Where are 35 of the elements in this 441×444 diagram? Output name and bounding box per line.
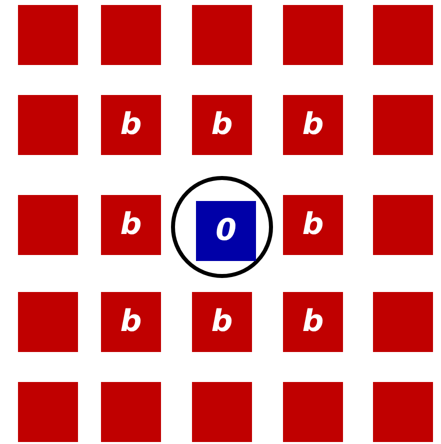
square — [192, 5, 252, 65]
node-label: b — [120, 307, 142, 337]
circle-outline — [171, 176, 273, 278]
square — [18, 195, 78, 255]
labeled-square — [101, 195, 161, 255]
labeled-square — [283, 195, 343, 255]
square — [373, 292, 433, 352]
square — [283, 5, 343, 65]
labeled-square — [192, 292, 252, 352]
square — [283, 382, 343, 442]
square — [373, 382, 433, 442]
square — [18, 292, 78, 352]
node-label: b — [302, 307, 324, 337]
node-label: b — [120, 210, 142, 240]
square — [192, 382, 252, 442]
node-label: b — [120, 110, 142, 140]
labeled-square — [283, 95, 343, 155]
square — [101, 5, 161, 65]
square — [18, 382, 78, 442]
node-label: 0 — [216, 216, 236, 246]
node-label: b — [302, 210, 324, 240]
labeled-square — [192, 95, 252, 155]
labeled-square — [101, 292, 161, 352]
square — [373, 195, 433, 255]
labeled-square — [283, 292, 343, 352]
labeled-square — [101, 95, 161, 155]
node-label: b — [302, 110, 324, 140]
square — [373, 95, 433, 155]
labeled-square — [196, 201, 256, 261]
square — [18, 95, 78, 155]
square — [373, 5, 433, 65]
node-label: b — [211, 307, 233, 337]
square — [18, 5, 78, 65]
node-label: b — [211, 110, 233, 140]
square — [101, 382, 161, 442]
